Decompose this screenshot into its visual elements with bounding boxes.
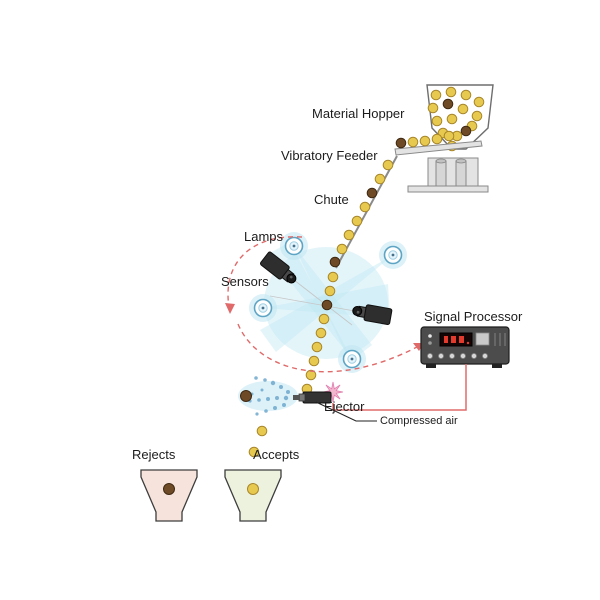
feeder-balls [395, 130, 455, 149]
accepts-bin [224, 469, 282, 522]
chute-balls [329, 159, 394, 268]
lamp-icon [379, 241, 407, 269]
label-signal-processor: Signal Processor [424, 309, 523, 324]
label-ejector: Ejector [324, 399, 365, 414]
label-chute: Chute [314, 192, 349, 207]
lamp-icon [338, 345, 366, 373]
material-hopper [426, 84, 494, 152]
lamp-icon [280, 232, 308, 260]
ejector-control-wire [332, 364, 467, 411]
label-accepts: Accepts [253, 447, 300, 462]
signal-processor [420, 326, 510, 368]
label-material-hopper: Material Hopper [312, 106, 405, 121]
processor-knobs [426, 352, 488, 359]
label-compressed-air: Compressed air [380, 415, 458, 427]
label-vibratory-feeder: Vibratory Feeder [281, 148, 378, 163]
label-lamps: Lamps [244, 229, 284, 244]
air-spray [248, 376, 290, 416]
vibratory-feeder [394, 130, 489, 193]
rejects-bin [140, 469, 198, 522]
rejected-ball [240, 390, 252, 402]
product-stream [248, 271, 339, 458]
sensor-camera-left [259, 251, 297, 284]
sensor-camera-right [352, 304, 393, 326]
label-sensors: Sensors [221, 274, 269, 289]
compressed-air-line [315, 401, 377, 422]
ejector [238, 376, 344, 416]
chute [329, 155, 398, 269]
label-rejects: Rejects [132, 447, 176, 462]
lamps [249, 232, 407, 373]
lamp-icon [249, 294, 277, 322]
